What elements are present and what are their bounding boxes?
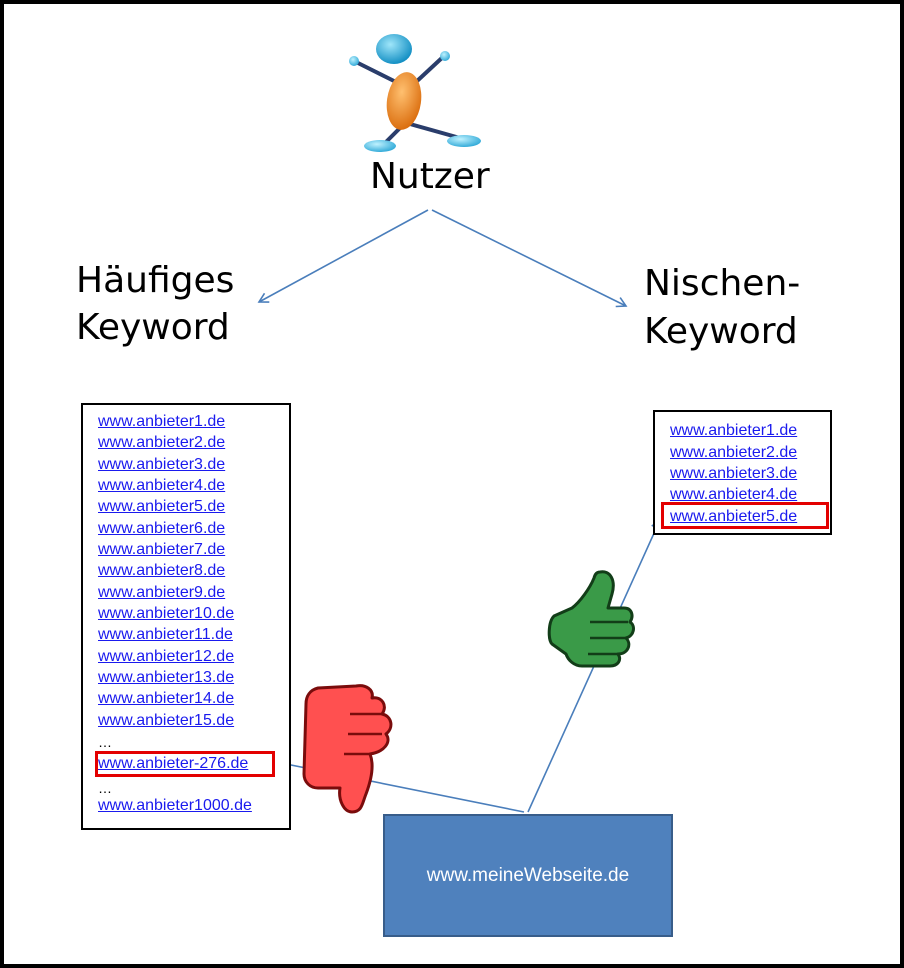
arrow-user-to-niche [431, 209, 628, 308]
result-link[interactable]: www.anbieter8.de [98, 562, 226, 579]
niche-keyword-results: www.anbieter1.de www.anbieter2.de www.an… [653, 410, 832, 535]
result-link[interactable]: www.anbieter3.de [670, 465, 798, 482]
frequent-keyword-line1: Häufiges [76, 260, 235, 301]
result-link[interactable]: www.anbieter6.de [98, 520, 226, 537]
stick-figure-icon [349, 34, 481, 152]
result-link-highlighted[interactable]: www.anbieter-276.de [98, 755, 249, 772]
result-link[interactable]: www.anbieter7.de [98, 541, 226, 558]
result-link[interactable]: www.anbieter14.de [98, 690, 235, 707]
list-ellipsis: … [98, 780, 112, 796]
result-link[interactable]: www.anbieter13.de [98, 669, 235, 686]
thumbs-up-icon [547, 570, 635, 668]
niche-keyword-line1: Nischen- [644, 263, 801, 304]
highlight-box [95, 751, 275, 777]
website-box: www.meineWebseite.de [383, 814, 673, 937]
list-ellipsis: … [98, 734, 112, 750]
result-link[interactable]: www.anbieter4.de [670, 486, 798, 503]
result-link[interactable]: www.anbieter2.de [670, 444, 798, 461]
result-link[interactable]: www.anbieter4.de [98, 477, 226, 494]
result-link[interactable]: www.anbieter5.de [98, 498, 226, 515]
result-link[interactable]: www.anbieter1.de [98, 413, 226, 430]
result-link-highlighted[interactable]: www.anbieter5.de [670, 508, 798, 525]
thumbs-down-icon [302, 684, 393, 814]
result-link[interactable]: www.anbieter11.de [98, 626, 233, 643]
highlight-box [661, 502, 829, 529]
result-link[interactable]: www.anbieter10.de [98, 605, 235, 622]
result-link[interactable]: www.anbieter12.de [98, 648, 235, 665]
frequent-keyword-results: www.anbieter1.de www.anbieter2.de www.an… [81, 403, 291, 830]
result-link[interactable]: www.anbieter2.de [98, 434, 226, 451]
result-link[interactable]: www.anbieter9.de [98, 584, 226, 601]
result-link[interactable]: www.anbieter1000.de [98, 797, 252, 814]
result-link[interactable]: www.anbieter1.de [670, 422, 798, 439]
niche-keyword-line2: Keyword [644, 311, 798, 352]
arrow-user-to-frequent [257, 209, 429, 303]
result-link[interactable]: www.anbieter15.de [98, 712, 235, 729]
result-link[interactable]: www.anbieter3.de [98, 456, 226, 473]
user-label: Nutzer [370, 156, 490, 197]
frequent-keyword-line2: Keyword [76, 307, 230, 348]
website-label: www.meineWebseite.de [426, 864, 630, 886]
